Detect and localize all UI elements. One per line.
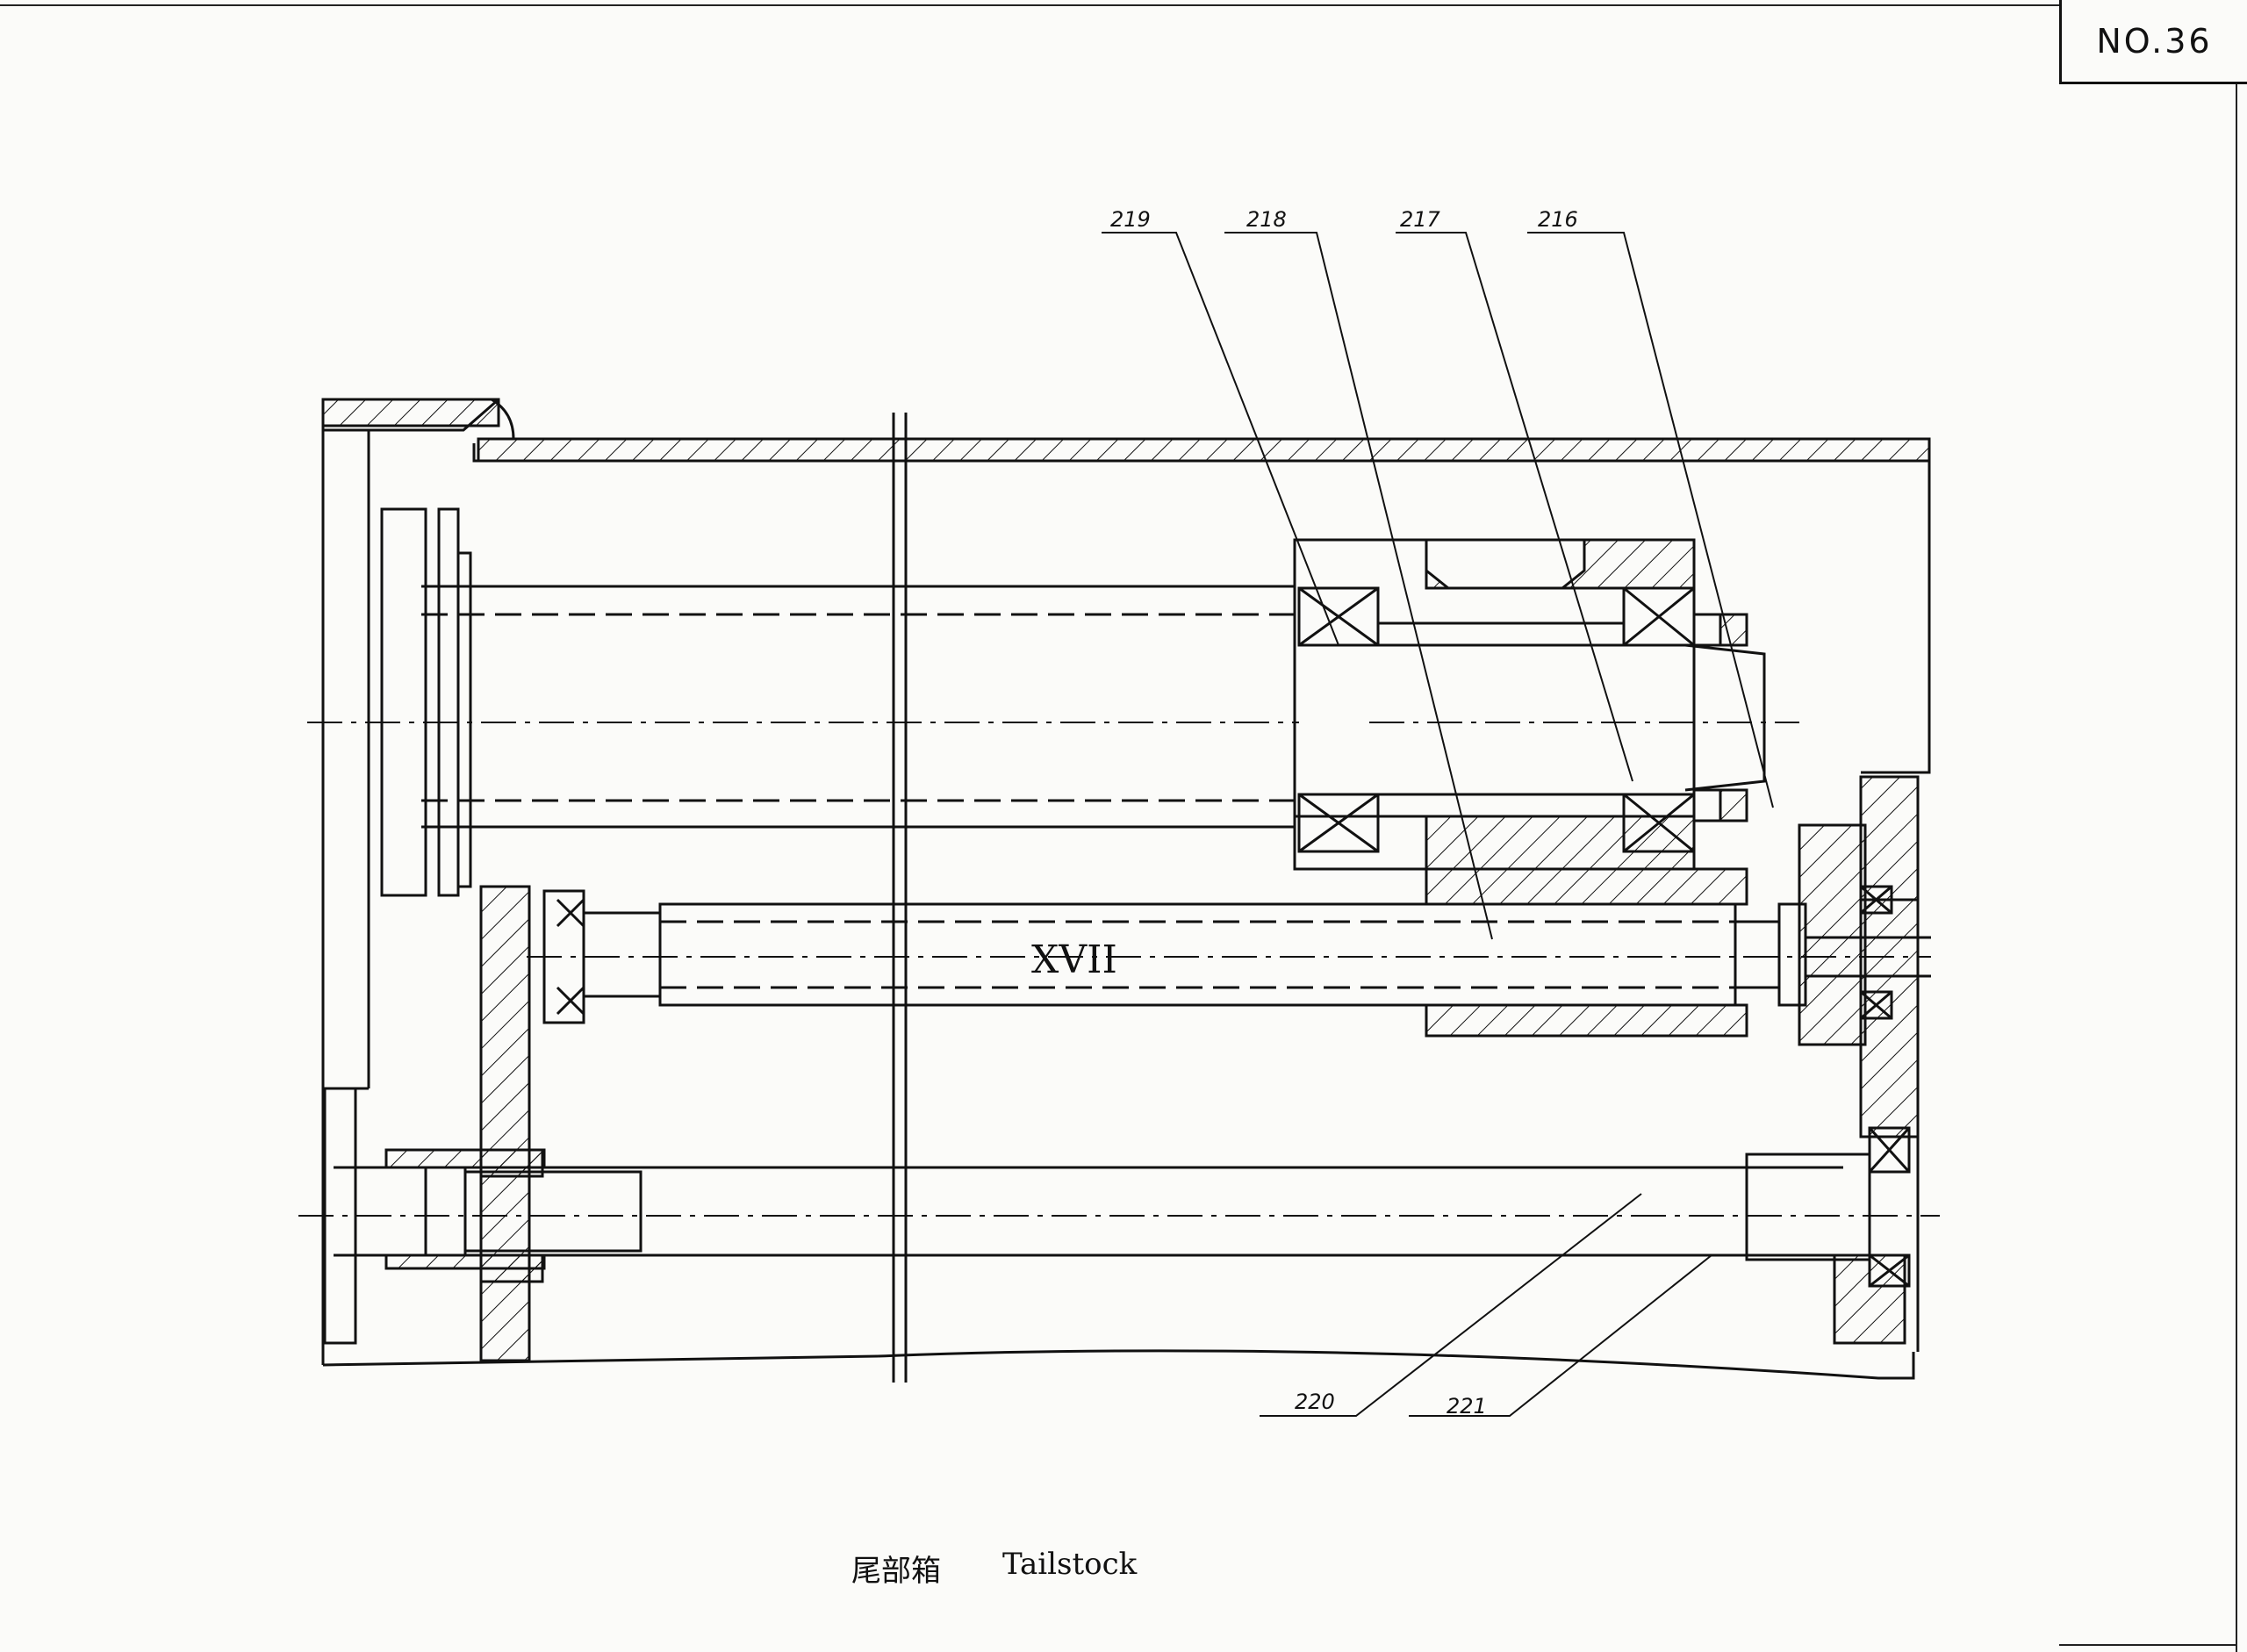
- caption-zh: 尾部箱: [851, 1554, 941, 1589]
- lower-shaft: [334, 1126, 1911, 1288]
- drawing-caption: 尾部箱 Tailstock: [851, 1547, 1137, 1590]
- centerlines: [298, 722, 1940, 1217]
- shaft-label: XVII: [1031, 937, 1117, 982]
- break-lines: [892, 413, 908, 1383]
- bearing-housing: [1293, 538, 1766, 871]
- callout-220: 220: [1295, 1390, 1335, 1414]
- lead-screw: [542, 867, 1931, 1038]
- callout-216: 216: [1538, 207, 1578, 232]
- sheet-number: NO.36: [2059, 0, 2247, 84]
- quill: [421, 585, 1295, 829]
- caption-en: Tailstock: [1002, 1547, 1138, 1582]
- leader-lines: [1102, 232, 1774, 1417]
- callout-221: 221: [1447, 1394, 1487, 1419]
- housing-outline: [321, 398, 1931, 1380]
- callout-217: 217: [1400, 207, 1441, 232]
- callout-219: 219: [1110, 207, 1151, 232]
- callout-218: 218: [1246, 207, 1287, 232]
